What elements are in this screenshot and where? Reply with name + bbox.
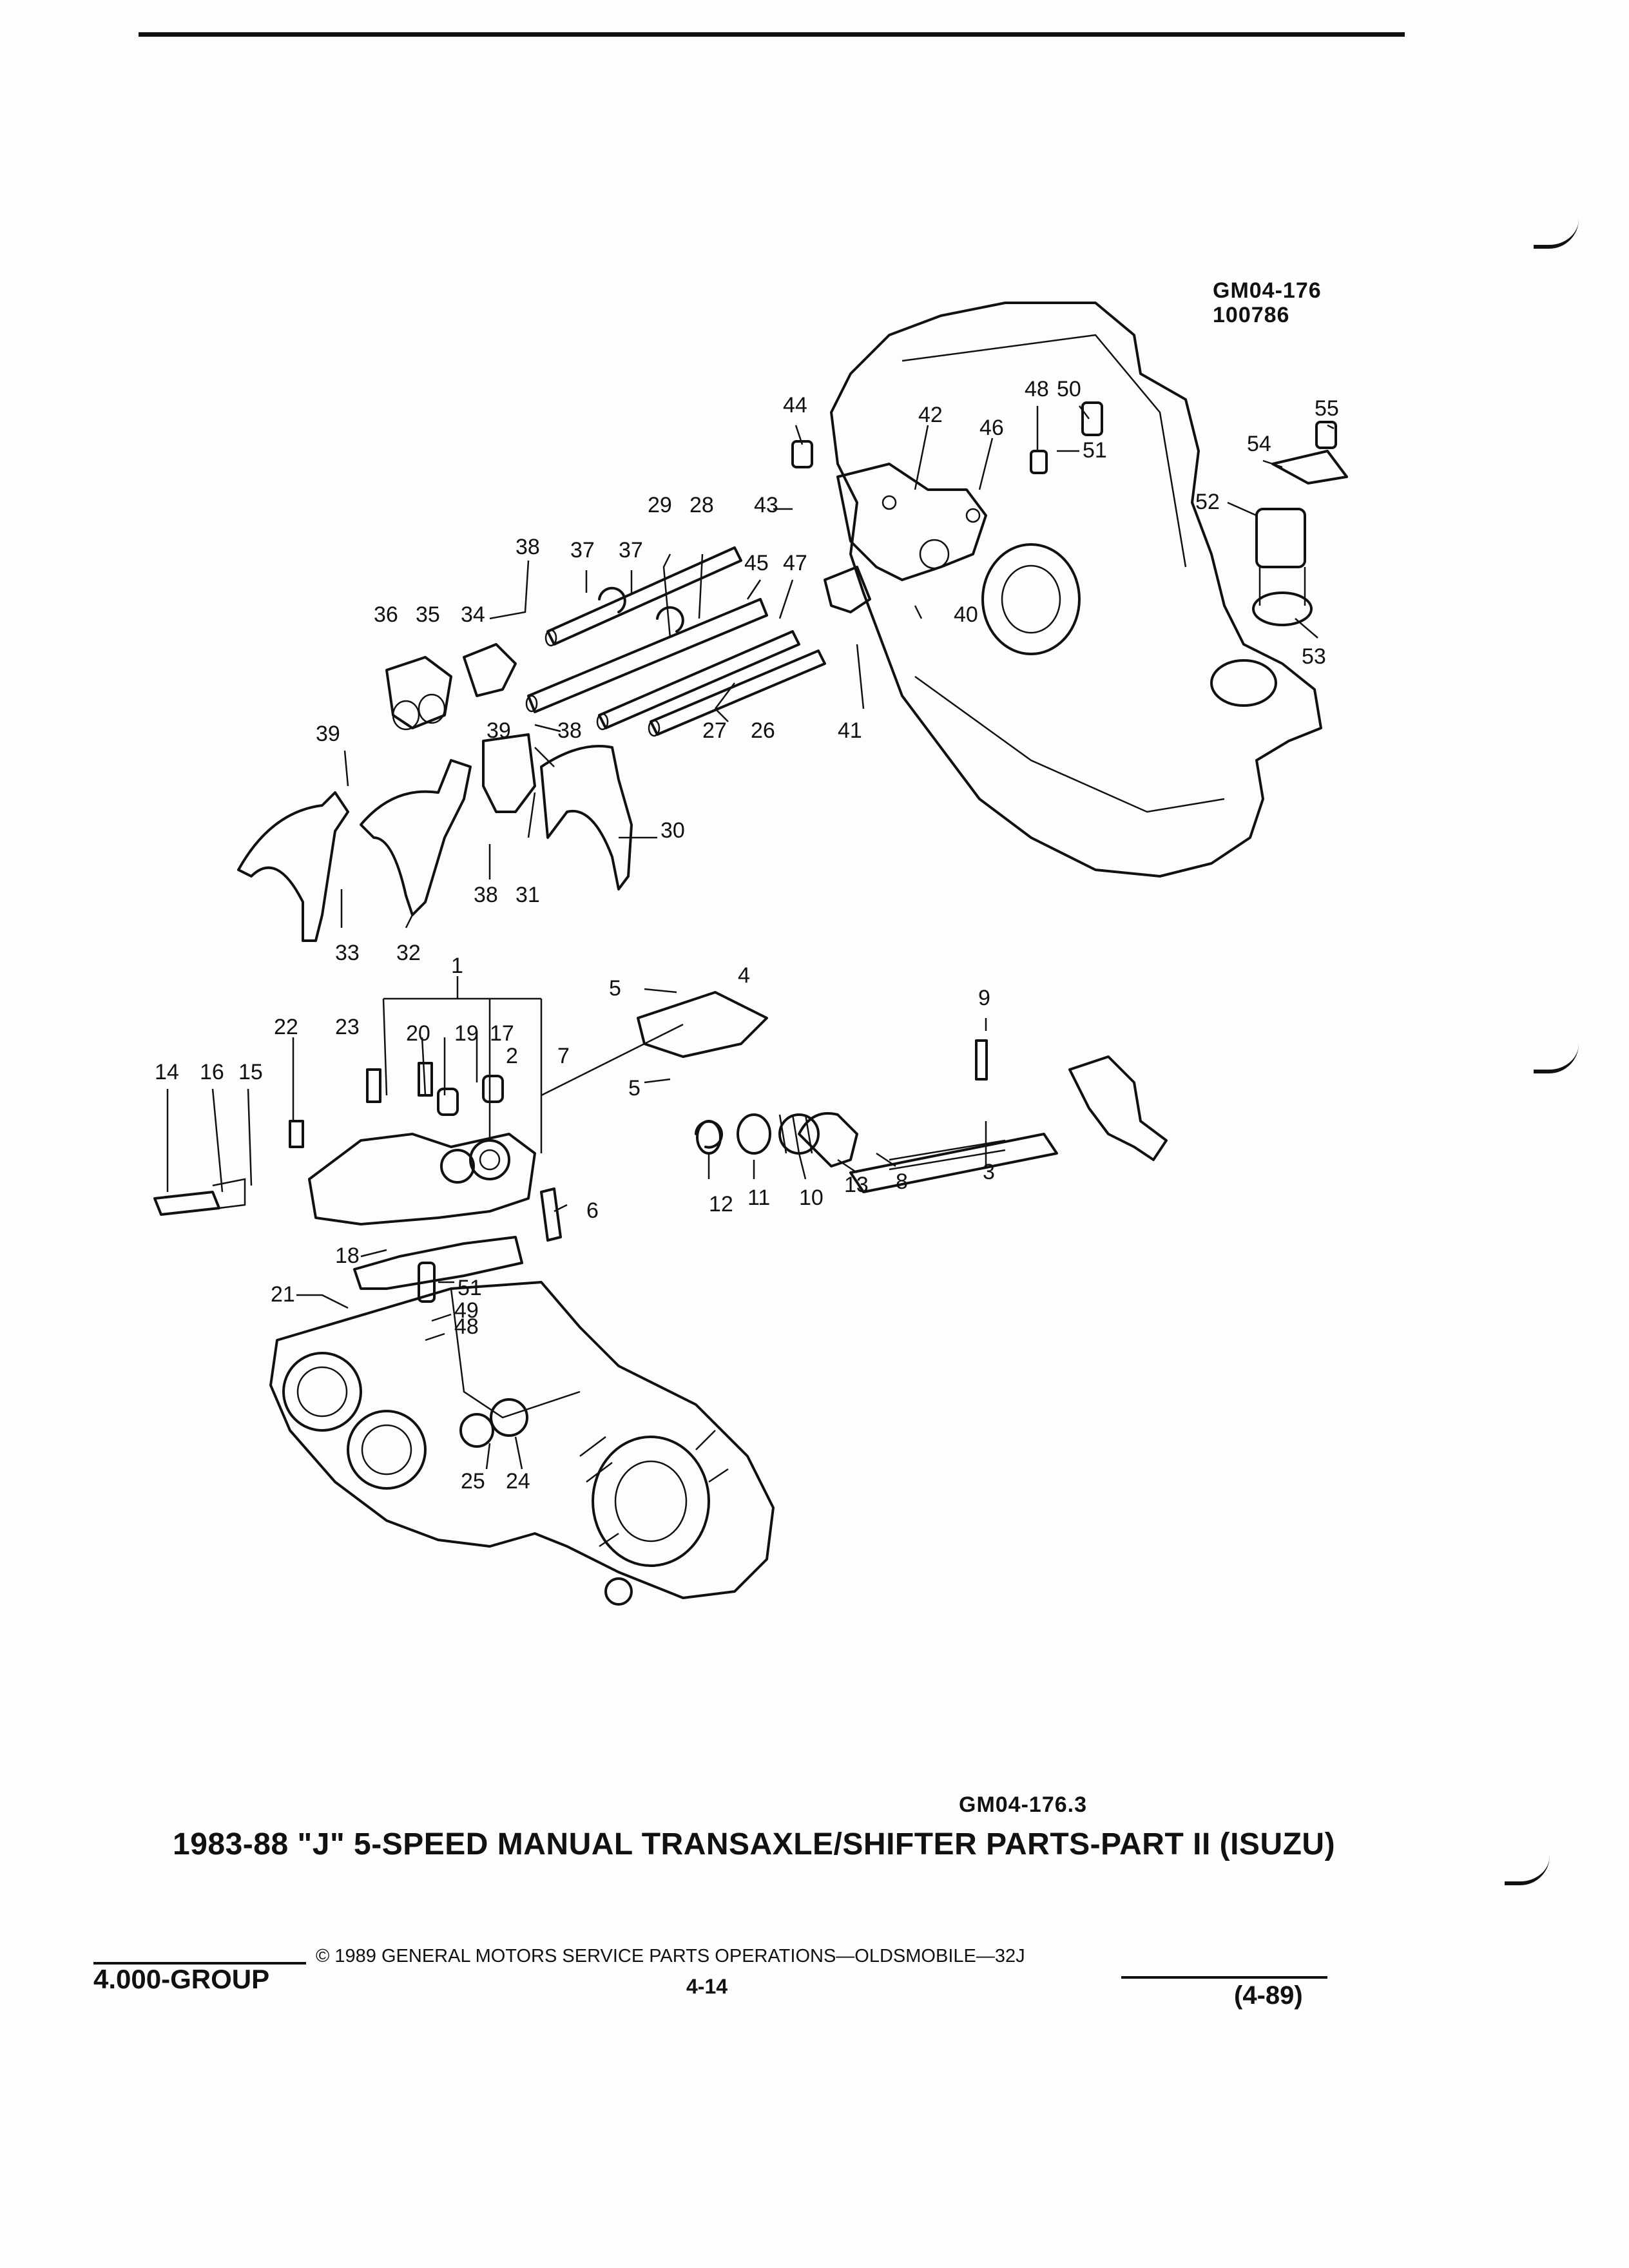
callout-1: 1 [451, 954, 463, 978]
footer-rule-left [93, 1962, 306, 1965]
callout-24: 24 [506, 1469, 530, 1494]
callout-6: 6 [586, 1198, 599, 1223]
callout-31: 31 [516, 883, 540, 907]
callout-49: 49 [454, 1298, 479, 1323]
callout-17: 17 [490, 1021, 514, 1046]
callout-labels: 1 2 3 4 5 5 6 7 8 9 10 11 12 13 14 15 16… [155, 377, 1339, 1494]
page-title: 1983-88 "J" 5-SPEED MANUAL TRANSAXLE/SHI… [173, 1827, 1336, 1861]
callout-2: 2 [506, 1044, 518, 1068]
callout-9: 9 [978, 986, 990, 1010]
callout-53: 53 [1302, 644, 1326, 669]
callout-28: 28 [689, 493, 714, 517]
callout-12: 12 [709, 1192, 733, 1216]
callout-10: 10 [799, 1186, 824, 1210]
callout-36: 36 [374, 602, 398, 627]
callout-32: 32 [396, 941, 421, 965]
callout-20: 20 [406, 1021, 430, 1046]
callout-48-bottom: 48 [454, 1314, 479, 1339]
ref-code-top-line1: GM04-176 [1213, 278, 1322, 303]
callout-51-top: 51 [1083, 438, 1107, 463]
shift-rails-illustration [525, 546, 826, 737]
rear-case-illustration [791, 302, 1348, 878]
callout-42: 42 [918, 403, 943, 427]
callout-54: 54 [1247, 432, 1271, 456]
callout-40: 40 [954, 602, 978, 627]
callout-19: 19 [454, 1021, 479, 1046]
callout-8: 8 [896, 1169, 908, 1194]
callout-51-bottom: 51 [458, 1276, 482, 1300]
callout-45: 45 [744, 551, 769, 575]
footer-rule-right [1121, 1976, 1327, 1979]
callout-18: 18 [335, 1244, 360, 1268]
footer-group: 4.000-GROUP [93, 1964, 270, 1994]
margin-mark-3 [1505, 1856, 1550, 1885]
callout-7: 7 [557, 1044, 570, 1068]
callout-39-middle: 39 [487, 718, 511, 743]
callout-30: 30 [660, 818, 685, 843]
shifter-assembly-illustration [153, 991, 1168, 1303]
callout-47: 47 [783, 551, 807, 575]
footer-date: (4-89) [1234, 1981, 1303, 2010]
shift-forks-illustration [237, 643, 633, 942]
callout-11: 11 [747, 1186, 770, 1210]
callout-37-right: 37 [619, 538, 643, 562]
callout-50: 50 [1057, 377, 1081, 401]
ref-code-top: GM04-176 100786 [1213, 278, 1322, 327]
callout-3: 3 [983, 1160, 995, 1184]
ref-code-top-line2: 100786 [1213, 303, 1290, 327]
callout-26: 26 [751, 718, 775, 743]
callout-39-left: 39 [316, 722, 340, 746]
footer-copyright: © 1989 GENERAL MOTORS SERVICE PARTS OPER… [316, 1946, 1025, 1966]
callout-43: 43 [754, 493, 778, 517]
callout-5-bottom: 5 [628, 1076, 641, 1100]
margin-mark-2 [1534, 1044, 1579, 1073]
callout-21: 21 [271, 1282, 295, 1307]
callout-5-top: 5 [609, 976, 621, 1001]
callout-37-left: 37 [570, 538, 595, 562]
callout-55: 55 [1315, 396, 1339, 421]
callout-29: 29 [648, 493, 672, 517]
callout-22: 22 [274, 1015, 298, 1039]
callout-48-top: 48 [1025, 377, 1049, 401]
callout-15: 15 [238, 1060, 263, 1084]
callout-44: 44 [783, 393, 807, 418]
top-rule [139, 32, 1405, 37]
callout-13: 13 [844, 1173, 869, 1197]
ref-code-bottom: GM04-176.3 [959, 1792, 1087, 1817]
callout-35: 35 [416, 602, 440, 627]
callout-16: 16 [200, 1060, 224, 1084]
callout-38-bottom: 38 [474, 883, 498, 907]
footer-page-number: 4-14 [686, 1975, 728, 1998]
callout-38-middle: 38 [557, 718, 582, 743]
callout-52: 52 [1195, 490, 1220, 514]
front-case-illustration [269, 1281, 775, 1606]
callout-41: 41 [838, 718, 862, 743]
margin-mark-1 [1534, 219, 1579, 249]
callout-23: 23 [335, 1015, 360, 1039]
callout-14: 14 [155, 1060, 179, 1084]
callout-46: 46 [979, 416, 1004, 440]
callout-4: 4 [738, 963, 750, 988]
callout-25: 25 [461, 1469, 485, 1494]
callout-38-top: 38 [516, 535, 540, 559]
callout-27: 27 [702, 718, 727, 743]
callout-34: 34 [461, 602, 485, 627]
callout-33: 33 [335, 941, 360, 965]
leader-lines [166, 405, 1335, 1470]
